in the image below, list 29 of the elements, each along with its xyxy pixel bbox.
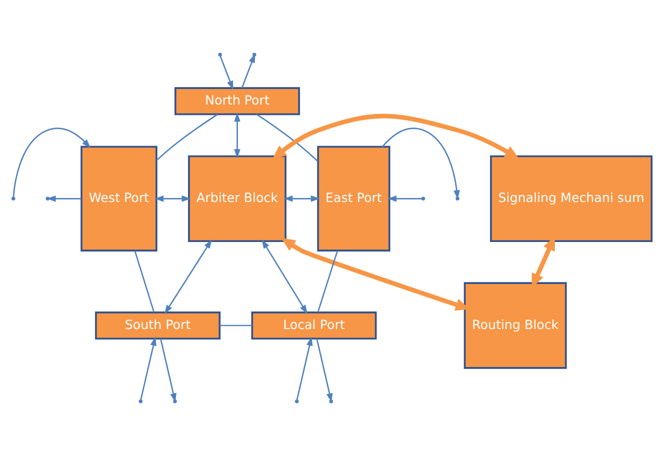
arrow — [234, 112, 240, 158]
arrow — [316, 338, 333, 402]
arrow — [382, 128, 460, 200]
connector — [134, 250, 155, 312]
arrow — [160, 338, 176, 402]
node-box: West Port — [80, 146, 158, 252]
node-box: Local Port — [251, 312, 377, 340]
node-box: Arbiter Block — [188, 155, 286, 242]
arrow — [220, 55, 234, 90]
arrow — [262, 239, 308, 314]
node-box: East Port — [317, 146, 390, 252]
arrow — [296, 336, 313, 401]
node-box: Routing Block — [464, 282, 567, 369]
arrow — [284, 195, 320, 202]
connector — [317, 250, 338, 312]
arrow — [140, 336, 156, 401]
node-box: Signaling Mechani sum — [490, 155, 653, 242]
arrow — [164, 239, 212, 314]
connector — [156, 114, 218, 161]
connector — [256, 114, 318, 162]
node-box: North Port — [174, 87, 300, 116]
arrow — [12, 128, 91, 198]
arrow — [272, 114, 520, 160]
arrow — [241, 54, 256, 88]
arrow — [388, 195, 422, 202]
arrow — [46, 195, 82, 202]
connector — [220, 324, 252, 326]
arrow — [154, 195, 191, 202]
node-box: South Port — [95, 312, 221, 340]
